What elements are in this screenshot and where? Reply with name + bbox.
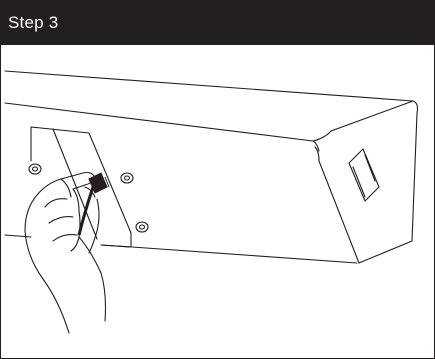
screw-icon bbox=[136, 222, 148, 232]
step-header: Step 3 bbox=[1, 1, 434, 45]
bar-front-edge bbox=[5, 103, 313, 141]
bar-bottom-edge bbox=[132, 247, 357, 263]
panel-bottom bbox=[101, 245, 131, 247]
screw-icon bbox=[121, 173, 133, 183]
bar-front-right-edge bbox=[313, 141, 319, 151]
panel-inner-divider bbox=[53, 129, 97, 239]
installation-illustration bbox=[1, 45, 434, 358]
hand-icon bbox=[25, 173, 106, 334]
step-title: Step 3 bbox=[8, 13, 58, 33]
bar-left-lower-edge bbox=[5, 235, 31, 237]
bar-right-face bbox=[315, 113, 417, 263]
bar-top-edge bbox=[5, 71, 413, 101]
screw-icon bbox=[29, 164, 41, 174]
bar-top-right-rounded bbox=[313, 101, 418, 141]
